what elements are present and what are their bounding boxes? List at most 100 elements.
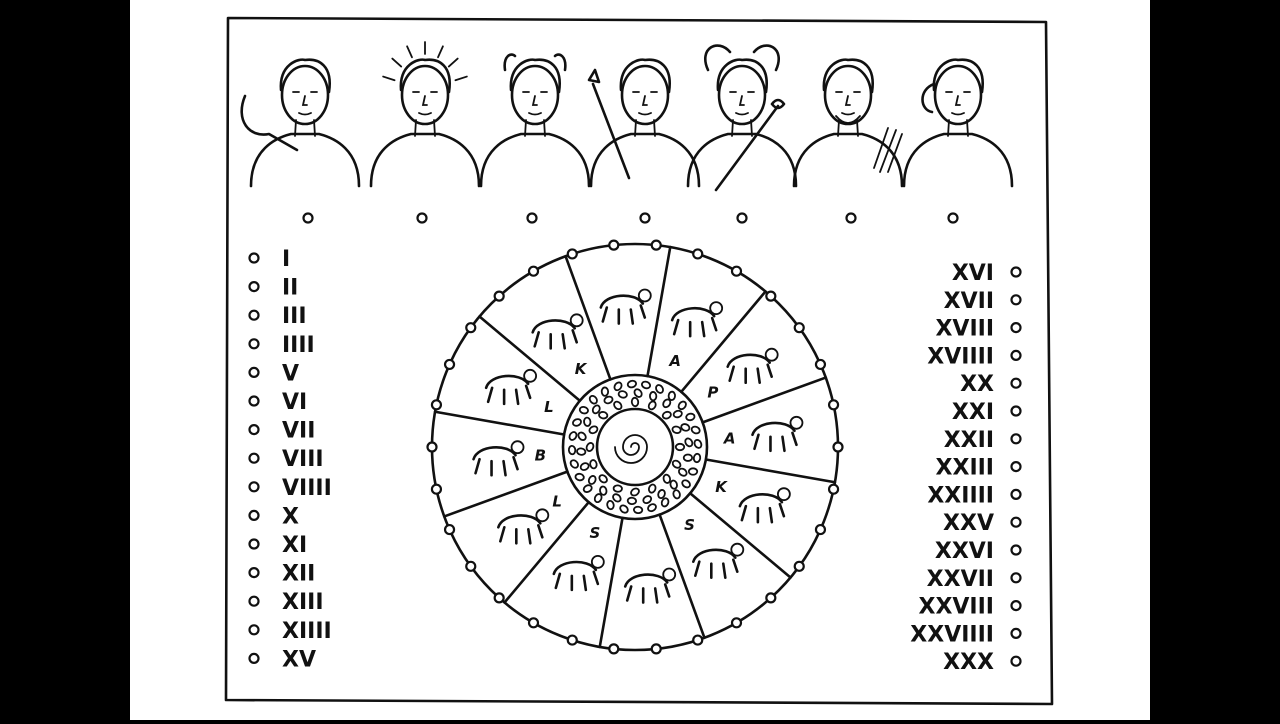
peg-hole bbox=[493, 290, 505, 302]
day-row: X bbox=[248, 504, 299, 529]
segment-letter: S bbox=[684, 516, 695, 534]
day-numeral: VIII bbox=[282, 447, 324, 472]
peg-hole bbox=[1010, 377, 1022, 389]
peg-hole bbox=[566, 248, 578, 260]
peg-hole bbox=[1010, 405, 1022, 417]
peg-hole bbox=[248, 509, 260, 522]
peg-hole bbox=[248, 424, 260, 436]
day-numeral: XI bbox=[282, 533, 307, 558]
day-row: XVI bbox=[952, 261, 1022, 286]
peg-hole bbox=[1010, 433, 1022, 445]
peg-hole bbox=[650, 643, 662, 655]
day-row: V bbox=[248, 361, 299, 386]
peg-hole bbox=[947, 212, 959, 224]
libra-figure-icon: S bbox=[552, 524, 605, 592]
peg-hole bbox=[650, 239, 662, 251]
peg-hole bbox=[765, 592, 777, 604]
segment-letter: B bbox=[535, 446, 546, 464]
day-numeral: XXV bbox=[943, 511, 994, 536]
day-row: XXVIIII bbox=[910, 622, 1022, 647]
right-day-column: XVIXVIIXVIIIXVIIIIXXXXIXXIIXXIIIXXIIIIXX… bbox=[910, 261, 1022, 675]
segment-letter: P bbox=[707, 384, 718, 402]
wheel-peg-holes bbox=[426, 239, 844, 655]
peg-hole bbox=[692, 248, 704, 260]
peg-hole bbox=[1010, 349, 1022, 361]
peg-hole bbox=[248, 624, 260, 636]
peg-hole bbox=[302, 212, 314, 224]
peg-hole bbox=[608, 239, 620, 251]
peg-hole bbox=[1010, 461, 1022, 473]
day-numeral: XXX bbox=[943, 650, 994, 675]
day-numeral: XIII bbox=[282, 590, 324, 615]
peg-hole bbox=[248, 366, 260, 378]
peg-hole bbox=[1010, 266, 1022, 278]
peg-hole bbox=[430, 483, 443, 495]
peg-hole bbox=[426, 441, 438, 453]
gemini-figure-icon: A bbox=[723, 415, 804, 453]
day-numeral: VII bbox=[282, 419, 315, 444]
peg-hole bbox=[1010, 627, 1022, 640]
peg-hole bbox=[827, 483, 840, 495]
wheel-inner-ring bbox=[561, 373, 709, 521]
day-numeral: XXVII bbox=[927, 567, 994, 592]
peg-hole bbox=[736, 212, 748, 224]
capricorn-figure-icon: L bbox=[484, 368, 554, 416]
day-row: XXVI bbox=[935, 539, 1022, 564]
day-row: XXX bbox=[943, 650, 1022, 675]
segment-letter: S bbox=[589, 524, 600, 542]
peg-hole bbox=[248, 538, 260, 550]
peg-hole bbox=[827, 399, 840, 411]
aquarius-figure-icon: K bbox=[531, 313, 588, 378]
day-row: XXIIII bbox=[927, 483, 1022, 508]
peg-hole bbox=[248, 652, 260, 665]
day-row: III bbox=[248, 304, 307, 329]
peg-hole bbox=[1010, 599, 1022, 612]
peg-hole bbox=[1010, 572, 1022, 584]
peg-hole bbox=[1010, 655, 1022, 667]
peg-hole bbox=[248, 566, 260, 579]
peg-hole bbox=[465, 322, 477, 334]
day-row: VII bbox=[248, 419, 315, 444]
day-row: VIII bbox=[248, 447, 324, 472]
peg-hole bbox=[832, 441, 844, 453]
day-row: VIIII bbox=[248, 476, 332, 501]
segment-letter: K bbox=[575, 360, 588, 378]
peg-hole bbox=[639, 212, 651, 224]
peg-hole bbox=[1010, 544, 1022, 556]
day-row: XX bbox=[960, 372, 1022, 397]
parapegma-drawing: IIIIIIIIIIVVIVIIVIIIVIIIIXXIXIIXIIIXIIII… bbox=[224, 16, 1054, 706]
day-numeral: VI bbox=[282, 390, 307, 415]
peg-hole bbox=[692, 634, 704, 646]
peg-hole bbox=[248, 309, 260, 321]
peg-hole bbox=[493, 592, 505, 604]
day-numeral: XXIII bbox=[936, 456, 994, 481]
peg-hole bbox=[793, 560, 805, 572]
day-row: XXI bbox=[952, 400, 1022, 425]
day-numeral: XVI bbox=[952, 261, 994, 286]
peg-hole bbox=[248, 338, 260, 350]
day-numeral: I bbox=[282, 247, 290, 272]
peg-hole bbox=[248, 281, 260, 293]
luna-bust-icon bbox=[479, 53, 591, 188]
peg-hole bbox=[526, 212, 538, 224]
day-numeral: XV bbox=[282, 647, 316, 672]
day-numeral: XXVIIII bbox=[910, 622, 994, 647]
segment-letter: L bbox=[544, 398, 554, 416]
segment-letter: A bbox=[668, 352, 681, 370]
leo-figure-icon: S bbox=[684, 516, 745, 579]
day-row: XXVII bbox=[927, 567, 1022, 592]
day-row: XV bbox=[248, 647, 316, 672]
peg-hole bbox=[1010, 516, 1022, 528]
peg-hole bbox=[443, 358, 456, 371]
day-numeral: XXVI bbox=[935, 539, 994, 564]
peg-hole bbox=[248, 252, 260, 264]
deity-busts-row bbox=[240, 41, 1014, 192]
day-numeral: V bbox=[282, 361, 299, 386]
day-numeral: XXI bbox=[952, 400, 994, 425]
pisces-figure-icon bbox=[599, 288, 652, 325]
saturn-bust-icon bbox=[240, 58, 361, 188]
day-row: II bbox=[248, 276, 298, 301]
peg-hole bbox=[1010, 488, 1022, 500]
